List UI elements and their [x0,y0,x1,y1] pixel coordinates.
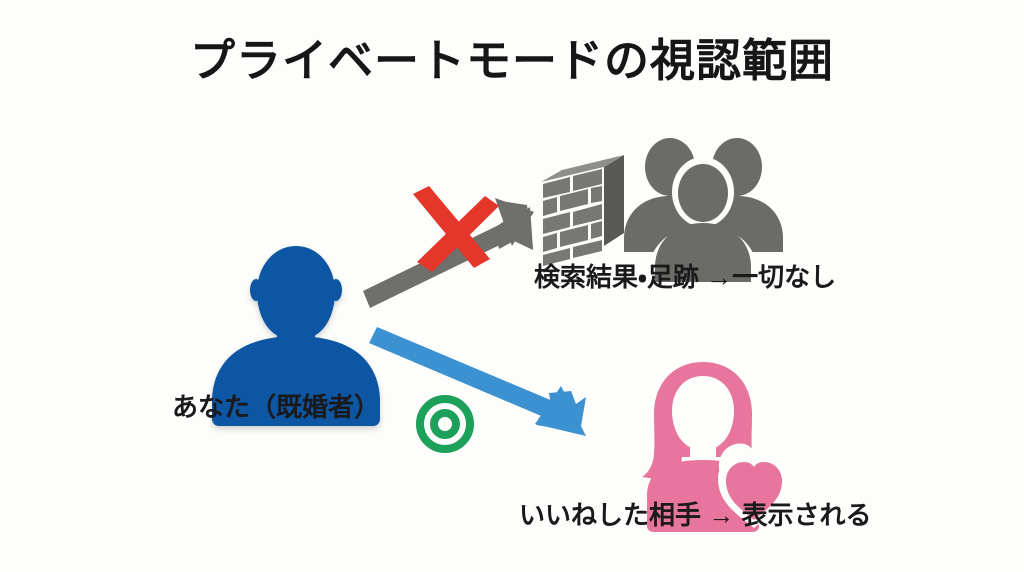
woman-with-heart-icon [642,362,790,532]
blocked-branch-label: 検索結果・足跡 →一切なし [534,262,837,292]
source-node-label: あなた（既婚者） [172,392,381,422]
red-cross-icon [413,186,499,272]
green-double-circle-icon [416,395,474,453]
page-title: プライベートモードの視認範囲 [189,35,834,86]
brick-wall-icon [541,155,624,266]
people-group-icon [624,138,783,293]
visible-branch-label: いいねした相手 → 表示される [519,500,872,530]
person-silhouette-icon [212,246,380,426]
arrow-down-right-icon [369,327,586,436]
